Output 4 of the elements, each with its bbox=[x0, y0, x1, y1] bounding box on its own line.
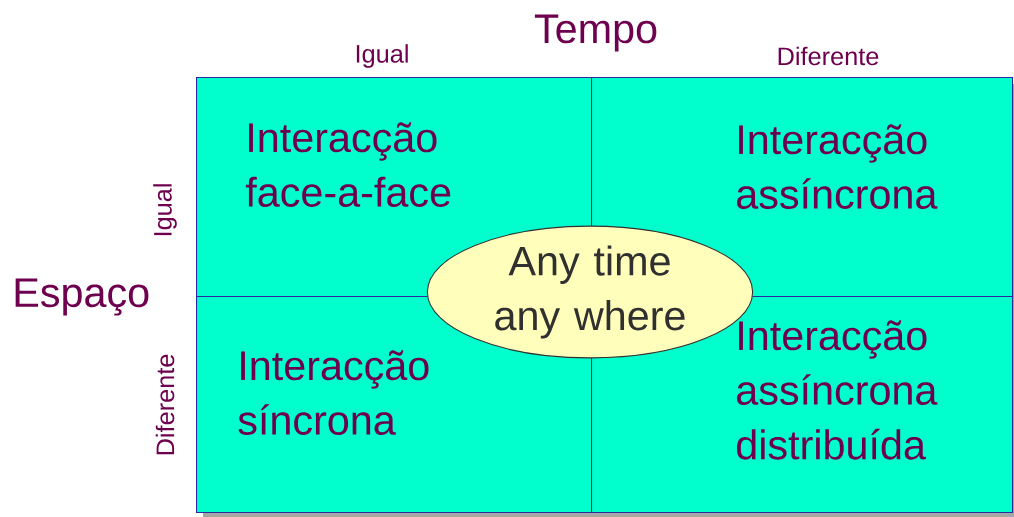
row-header: Igual bbox=[153, 184, 177, 236]
axis-title: Espaço bbox=[15, 278, 149, 316]
title: Tempo bbox=[534, 14, 657, 52]
row-header: Diferente bbox=[155, 354, 175, 455]
